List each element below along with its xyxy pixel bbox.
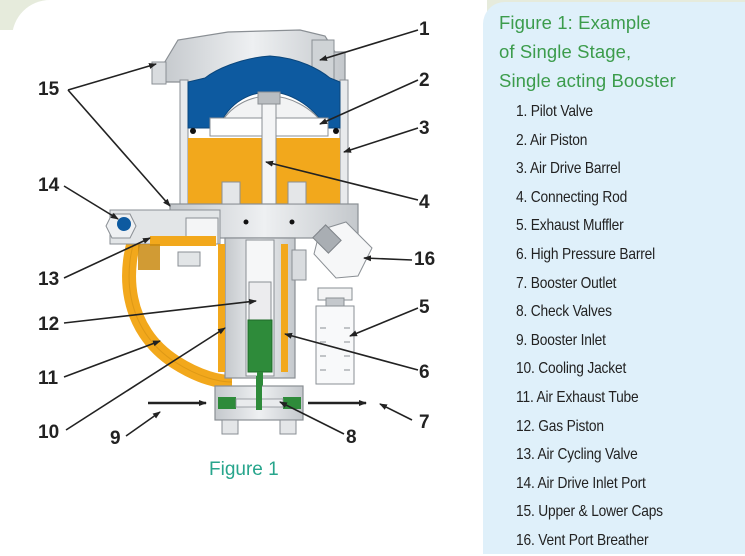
callout-10: 10 — [38, 422, 60, 443]
legend-item: 15. Upper & Lower Caps — [516, 503, 663, 521]
callout-8: 8 — [346, 427, 357, 448]
legend-item: 11. Air Exhaust Tube — [516, 388, 639, 406]
legend-title-line: Figure 1: Example — [499, 12, 651, 33]
callout-16: 16 — [414, 249, 436, 270]
legend-panel — [483, 2, 745, 554]
callout-2: 2 — [419, 70, 430, 91]
cooling-jacket — [218, 244, 225, 372]
legend-item: 13. Air Cycling Valve — [516, 446, 638, 464]
legend-item: 14. Air Drive Inlet Port — [516, 474, 646, 492]
callout-3: 3 — [419, 118, 430, 139]
callout-11: 11 — [38, 368, 59, 389]
legend-item: 1. Pilot Valve — [516, 103, 593, 120]
callout-9: 9 — [110, 428, 121, 449]
legend-item: 10. Cooling Jacket — [516, 360, 627, 378]
legend-item: 12. Gas Piston — [516, 417, 604, 435]
callout-13: 13 — [38, 269, 60, 290]
legend-item: 7. Booster Outlet — [516, 274, 617, 292]
callout-12: 12 — [38, 314, 60, 335]
legend-list: 1. Pilot Valve 2. Air Piston 3. Air Driv… — [516, 98, 687, 556]
legend-item: 16. Vent Port Breather — [516, 531, 649, 549]
legend-item: 2. Air Piston — [516, 131, 588, 149]
legend-item: 4. Connecting Rod — [516, 188, 628, 206]
callout-1: 1 — [419, 19, 430, 40]
legend-item: 5. Exhaust Muffler — [516, 217, 624, 235]
callout-5: 5 — [419, 297, 430, 318]
callout-14: 14 — [38, 175, 60, 196]
exhaust-muffler — [315, 287, 355, 385]
legend-title: Figure 1: Example of Single Stage, Singl… — [499, 8, 739, 95]
vent-port-breather — [312, 221, 373, 279]
callout-15: 15 — [38, 79, 60, 100]
legend-title-line: of Single Stage, — [499, 41, 632, 62]
callout-6: 6 — [419, 362, 430, 383]
callout-4: 4 — [419, 192, 430, 213]
leader-lines — [63, 29, 419, 437]
legend-title-line: Single acting Booster — [499, 70, 676, 91]
legend-item: 8. Check Valves — [516, 303, 612, 321]
figure-caption: Figure 1 — [209, 459, 279, 480]
legend-item: 9. Booster Inlet — [516, 331, 606, 349]
check-valves — [214, 376, 304, 435]
callout-7: 7 — [419, 412, 430, 433]
legend-item: 6. High Pressure Barrel — [516, 245, 656, 263]
legend-item: 3. Air Drive Barrel — [516, 160, 621, 178]
